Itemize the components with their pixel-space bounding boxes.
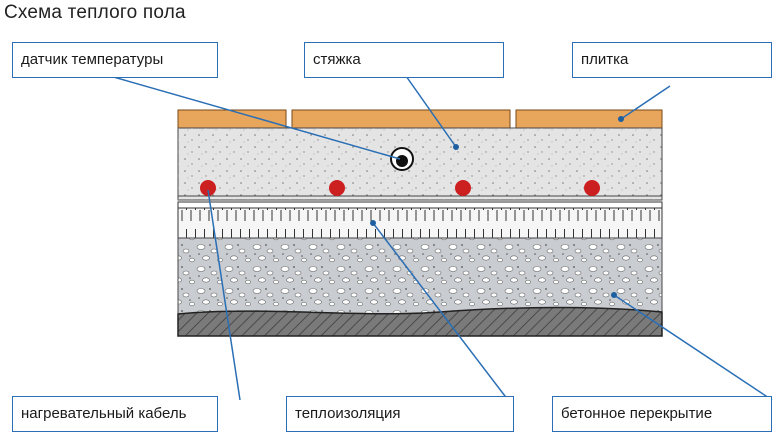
label-insulation: теплоизоляция (286, 396, 514, 432)
leader-lines (109, 75, 773, 401)
label-temperature-sensor: датчик температуры (12, 42, 218, 78)
leader-insulation (372, 222, 509, 401)
tile-layer (177, 109, 663, 129)
leader-sensor (109, 75, 401, 160)
heating-cables (200, 180, 600, 196)
leader-screed (405, 75, 457, 148)
heating-cable (455, 180, 471, 196)
diagram-title: Схема теплого пола (4, 2, 186, 23)
concrete-slab-layer (177, 237, 663, 315)
insulation-layer (177, 201, 663, 239)
leader-concrete (613, 294, 773, 401)
temperature-sensor (390, 147, 414, 171)
leader-tile (620, 85, 671, 120)
heating-cable (200, 180, 216, 196)
label-tile: плитка (572, 42, 772, 78)
label-concrete-slab: бетонное перекрытие (552, 396, 772, 432)
heating-cable (584, 180, 600, 196)
leader-cable (207, 189, 241, 401)
label-heating-cable: нагревательный кабель (12, 396, 218, 432)
screed-layer (177, 127, 663, 201)
heating-cable (329, 180, 345, 196)
label-screed: стяжка (304, 42, 504, 78)
leader-endpoints (370, 116, 624, 298)
